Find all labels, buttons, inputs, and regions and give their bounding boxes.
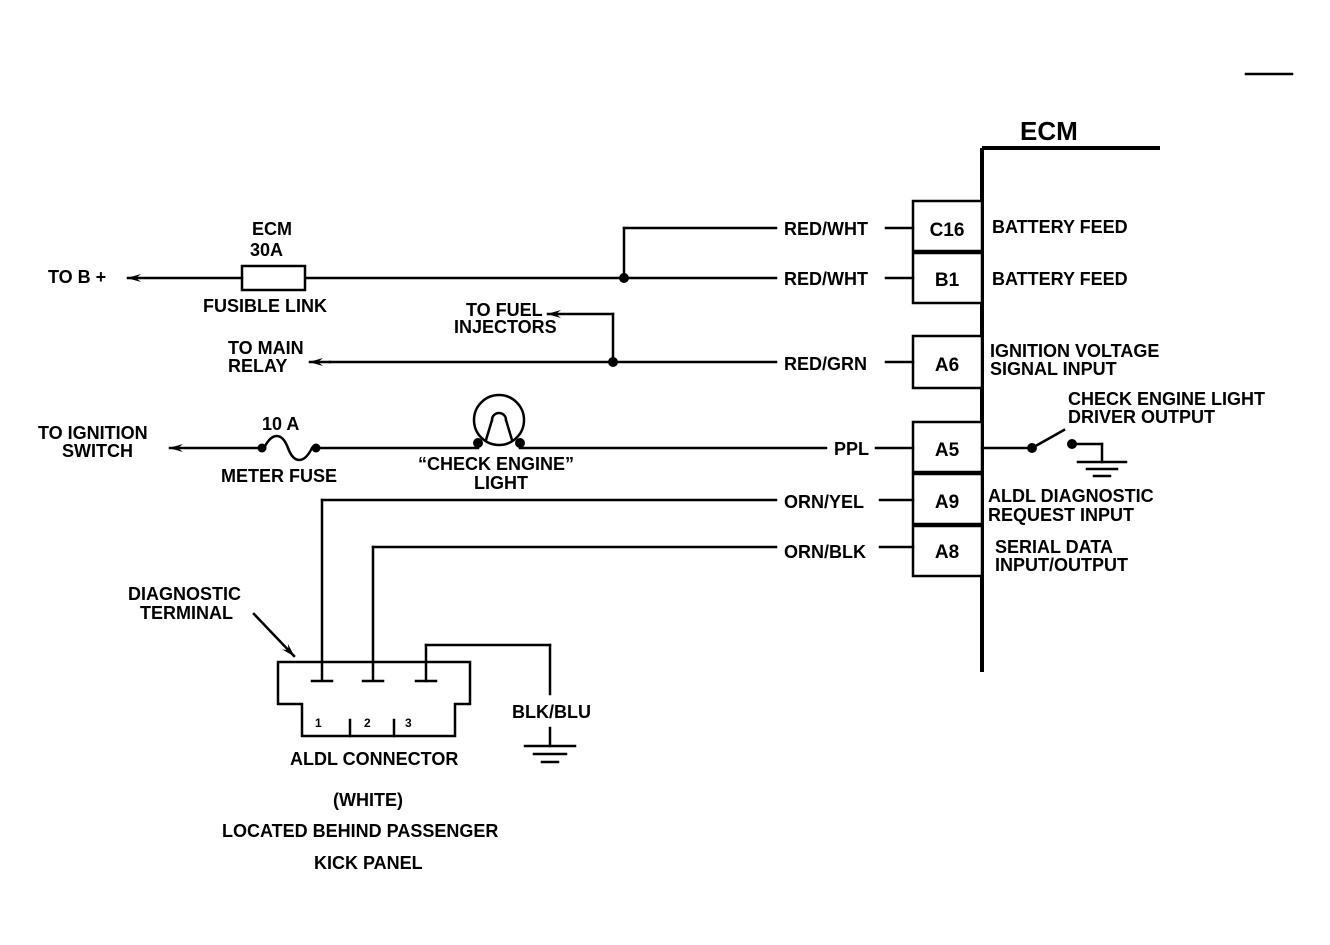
function-a8-line1: SERIAL DATA — [995, 537, 1113, 557]
check-engine-light-line2: LIGHT — [474, 473, 528, 493]
pin-box-b1 — [911, 251, 984, 305]
to-ignition-switch-line2: SWITCH — [62, 441, 133, 461]
fusible-link-line2: 30A — [250, 240, 283, 260]
wire-label-b1: RED/WHT — [784, 269, 868, 289]
to-b-plus-label: TO B + — [48, 267, 106, 287]
aldl-pin-3: 3 — [405, 716, 412, 730]
pin-label-a8: A8 — [935, 542, 959, 563]
to-ignition-switch-line1: TO IGNITION — [38, 423, 148, 443]
function-a6-line2: SIGNAL INPUT — [990, 359, 1117, 379]
function-c16: BATTERY FEED — [992, 217, 1128, 237]
pin-box-c16 — [911, 199, 984, 253]
pin-label-a5: A5 — [935, 440, 960, 461]
lamp-terminal-left — [473, 438, 483, 448]
function-b1: BATTERY FEED — [992, 269, 1128, 289]
check-engine-light-line1: “CHECK ENGINE” — [418, 454, 574, 474]
meter-fuse-rating: 10 A — [262, 414, 299, 434]
function-a6-line1: IGNITION VOLTAGE — [990, 341, 1159, 361]
wire-label-a6: RED/GRN — [784, 354, 867, 374]
pin-label-a6: A6 — [935, 355, 959, 376]
fusible-link-symbol — [240, 264, 307, 292]
aldl-pin-1: 1 — [315, 716, 322, 730]
fusible-link-line1: ECM — [252, 219, 292, 239]
aldl-location-line1: LOCATED BEHIND PASSENGER — [222, 821, 498, 841]
aldl-connector-body — [276, 660, 472, 738]
to-main-relay-line1: TO MAIN — [228, 338, 304, 358]
function-a9-line1: ALDL DIAGNOSTIC — [988, 486, 1154, 506]
check-engine-lamp-icon — [472, 393, 526, 447]
wire-label-a8: ORN/BLK — [784, 542, 866, 562]
fusible-link-label: FUSIBLE LINK — [203, 296, 327, 316]
wire-label-a9: ORN/YEL — [784, 492, 864, 512]
function-a5-line2: DRIVER OUTPUT — [1068, 407, 1215, 427]
pin-box-a5 — [911, 420, 984, 474]
pin-label-c16: C16 — [930, 220, 965, 241]
pin-label-a9: A9 — [935, 492, 959, 513]
function-a8-line2: INPUT/OUTPUT — [995, 555, 1128, 575]
lamp-filament — [484, 411, 514, 442]
to-fuel-injectors-line2: INJECTORS — [454, 317, 557, 337]
meter-fuse-terminal-right — [311, 443, 321, 453]
ecm-title: ECM — [1020, 116, 1078, 146]
wire-label-a5: PPL — [834, 439, 869, 459]
driver-switch-blade — [1030, 428, 1066, 450]
function-a5-line1: CHECK ENGINE LIGHT — [1068, 389, 1265, 409]
aldl-connector-label: ALDL CONNECTOR — [290, 749, 458, 769]
diagnostic-terminal-line2: TERMINAL — [140, 603, 233, 623]
meter-fuse-terminal-left — [257, 443, 267, 453]
lamp-terminal-right — [515, 438, 525, 448]
pin-box-a8 — [911, 524, 984, 578]
diagnostic-terminal-pointer — [252, 612, 296, 658]
aldl-pin-2: 2 — [364, 716, 371, 730]
wire-label-ground: BLK/BLU — [512, 702, 591, 722]
meter-fuse-label: METER FUSE — [221, 466, 337, 486]
pin-box-a6 — [911, 334, 984, 390]
to-main-relay-line2: RELAY — [228, 356, 287, 376]
to-fuel-injectors-line1: TO FUEL — [466, 300, 543, 320]
aldl-connector-color: (WHITE) — [333, 790, 403, 810]
meter-fuse-symbol — [262, 434, 314, 462]
wire-label-c16: RED/WHT — [784, 219, 868, 239]
pin-box-a9 — [911, 472, 984, 526]
pin-label-b1: B1 — [935, 270, 960, 291]
function-a9-line2: REQUEST INPUT — [988, 505, 1134, 525]
splice-battery — [619, 273, 629, 283]
aldl-location-line2: KICK PANEL — [314, 853, 423, 873]
diagnostic-terminal-line1: DIAGNOSTIC — [128, 584, 241, 604]
